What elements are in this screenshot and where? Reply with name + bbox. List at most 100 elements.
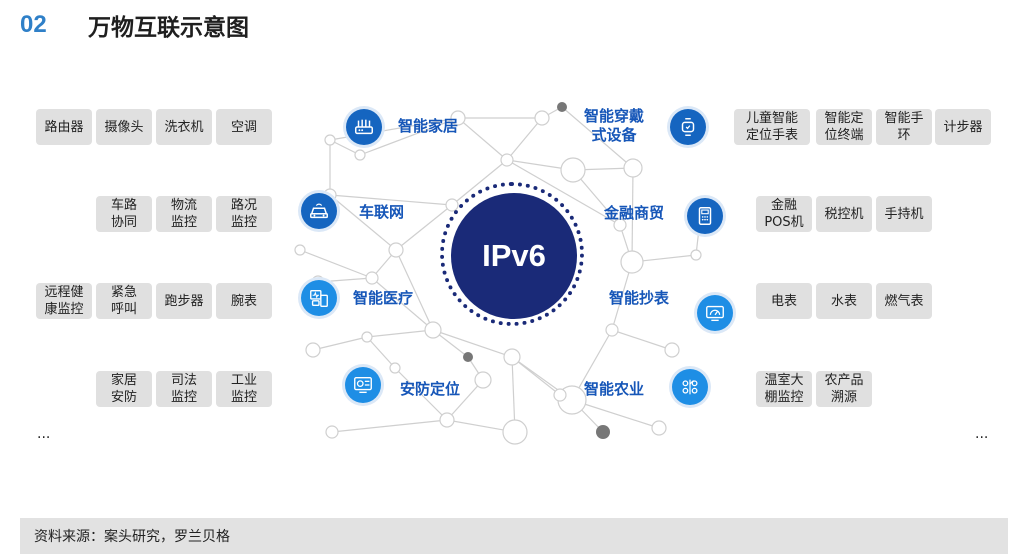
center-label: IPv6 <box>482 238 546 273</box>
network-link <box>432 329 513 358</box>
network-link <box>611 329 673 351</box>
network-node <box>502 419 528 445</box>
ellipsis-left: ... <box>37 426 51 442</box>
device-chip-logistics: 物流 监控 <box>156 196 212 232</box>
network-node <box>690 249 702 261</box>
network-link <box>312 336 368 351</box>
network-node <box>389 362 401 374</box>
network-link <box>366 329 434 338</box>
network-link <box>561 106 634 169</box>
router-icon <box>355 119 373 135</box>
device-chip-washer: 洗衣机 <box>156 109 212 145</box>
smart-meter-hub <box>697 295 733 331</box>
page-header: 02 万物互联示意图 <box>20 8 249 42</box>
car-icon <box>310 203 328 219</box>
device-chip-router: 路由器 <box>36 109 92 145</box>
device-chip-home-security: 家居 安防 <box>96 371 152 407</box>
device-chip-air-conditioner: 空调 <box>216 109 272 145</box>
network-link <box>506 159 621 226</box>
network-link <box>506 117 543 161</box>
medical-devices-icon <box>310 289 328 307</box>
device-chip-handheld: 手持机 <box>876 196 932 232</box>
network-node <box>651 420 667 436</box>
hub-label-security: 安防定位 <box>400 380 461 398</box>
device-chip-tax-machine: 税控机 <box>816 196 872 232</box>
agriculture-icon <box>682 379 698 395</box>
device-chip-vehicle-road: 车路 协同 <box>96 196 152 232</box>
network-link <box>611 261 633 331</box>
device-chip-camera: 摄像头 <box>96 109 152 145</box>
network-link <box>457 117 508 161</box>
network-node <box>463 352 473 362</box>
ipv6-center-node: IPv6 <box>451 193 577 319</box>
device-chip-pedometer: 计步器 <box>935 109 991 145</box>
hub-label-smart-agriculture: 智能农业 <box>584 380 645 398</box>
network-link <box>394 367 448 421</box>
security-positioning-hub <box>345 367 381 403</box>
device-chip-road-monitor: 路况 监控 <box>216 196 272 232</box>
network-link <box>631 167 634 263</box>
device-chip-judicial-monitor: 司法 监控 <box>156 371 212 407</box>
smart-home-hub <box>346 109 382 145</box>
network-link <box>395 249 434 331</box>
network-node <box>623 158 643 178</box>
device-chip-treadmill: 跑步器 <box>156 283 212 319</box>
network-node <box>439 412 455 428</box>
device-chip-remote-health: 远程健 康监控 <box>36 283 92 319</box>
network-link <box>511 356 561 396</box>
network-node <box>294 244 306 256</box>
hub-label-connected-car: 车联网 <box>359 203 405 221</box>
security-camera-icon <box>354 376 372 394</box>
network-node <box>474 371 492 389</box>
smart-medical-hub <box>301 280 337 316</box>
device-chip-water-meter: 水表 <box>816 283 872 319</box>
device-chip-electric-meter: 电表 <box>756 283 812 319</box>
meter-icon <box>706 305 724 322</box>
hub-label-finance: 金融商贸 <box>604 204 665 222</box>
section-number: 02 <box>20 11 47 38</box>
network-node <box>596 425 610 439</box>
network-node <box>325 425 339 439</box>
page-title: 万物互联示意图 <box>88 15 249 41</box>
network-link <box>329 194 397 251</box>
network-node <box>560 157 586 183</box>
network-node <box>361 331 373 343</box>
connected-car-hub <box>301 193 337 229</box>
smart-agriculture-hub <box>672 369 708 405</box>
network-node <box>557 102 567 112</box>
network-link <box>451 159 508 206</box>
network-node <box>500 153 514 167</box>
network-node <box>388 242 404 258</box>
device-chip-smart-band: 智能手 环 <box>876 109 932 145</box>
network-node <box>365 271 379 285</box>
hub-label-smart-meter: 智能抄表 <box>609 289 670 307</box>
device-chip-greenhouse: 温室大 棚监控 <box>756 371 812 407</box>
device-chip-emergency-call: 紧急 呼叫 <box>96 283 152 319</box>
device-chip-produce-trace: 农产品 溯源 <box>816 371 872 407</box>
hub-label-smart-home: 智能家居 <box>398 117 459 135</box>
network-node <box>450 110 466 126</box>
network-link <box>331 419 448 433</box>
network-link <box>571 399 660 429</box>
network-link <box>359 117 459 156</box>
source-note: 资料来源：案头研究，罗兰贝格 <box>20 518 1008 554</box>
center-dotted-ring <box>440 182 584 326</box>
device-chip-locator: 智能定 位终端 <box>816 109 872 145</box>
device-chip-pos: 金融 POS机 <box>756 196 812 232</box>
wearables-hub <box>670 109 706 145</box>
network-node <box>613 218 627 232</box>
network-link <box>371 277 434 331</box>
finance-commerce-hub <box>687 198 723 234</box>
network-node <box>354 149 366 161</box>
network-node <box>324 134 336 146</box>
smartwatch-icon <box>681 118 695 136</box>
hub-label-wearables: 智能穿戴 式设备 <box>584 107 645 144</box>
network-node <box>534 110 550 126</box>
pos-terminal-icon <box>698 207 712 225</box>
network-node <box>664 342 680 358</box>
network-link <box>446 379 484 421</box>
device-chip-kids-watch: 儿童智能 定位手表 <box>734 109 810 145</box>
network-node <box>305 342 321 358</box>
device-chip-industrial-monitor: 工业 监控 <box>216 371 272 407</box>
device-chip-wristwatch: 腕表 <box>216 283 272 319</box>
